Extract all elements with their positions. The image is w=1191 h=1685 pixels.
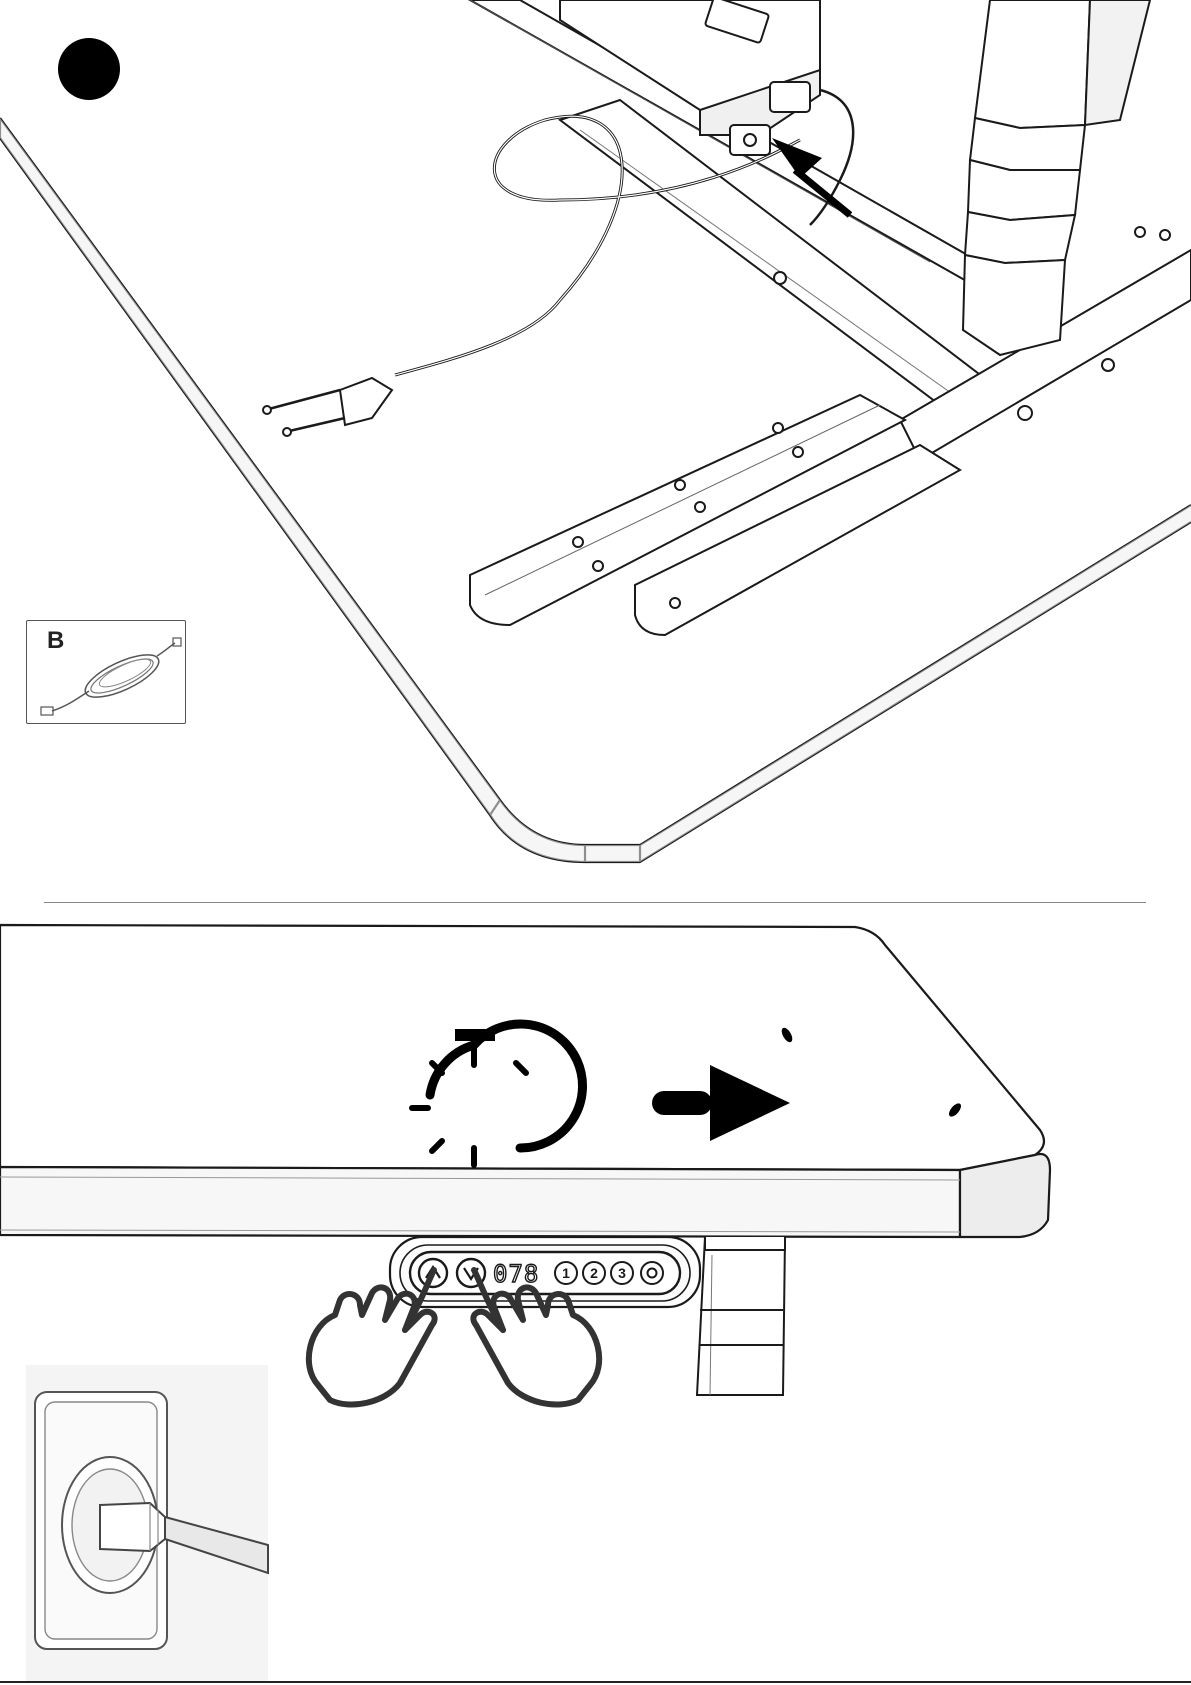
preset-label: 2 — [590, 1265, 598, 1281]
preset-button-3[interactable]: 3 — [611, 1262, 633, 1284]
step-number-badge — [58, 38, 120, 100]
step-divider — [44, 902, 1146, 903]
underside-illustration — [0, 0, 1191, 890]
memory-button[interactable] — [641, 1262, 663, 1284]
desk-front-illustration: 078 1 2 3 — [0, 905, 1191, 1685]
wall-socket-inset — [26, 1365, 268, 1683]
preset-button-2[interactable]: 2 — [583, 1262, 605, 1284]
reset-step: 078 1 2 3 — [0, 905, 1191, 1685]
part-callout-b: B — [26, 620, 186, 724]
desk-top-front — [0, 925, 1050, 1237]
desk-leg-front — [697, 1237, 785, 1395]
part-letter-label: B — [47, 627, 64, 655]
preset-label: 3 — [618, 1265, 626, 1281]
cable-connection-step: B — [0, 0, 1191, 890]
page-bottom-rule — [0, 1681, 1191, 1683]
height-display: 078 — [493, 1260, 539, 1288]
preset-label: 1 — [562, 1265, 570, 1281]
preset-button-1[interactable]: 1 — [555, 1262, 577, 1284]
handset-controller: 078 1 2 3 — [390, 1237, 700, 1307]
